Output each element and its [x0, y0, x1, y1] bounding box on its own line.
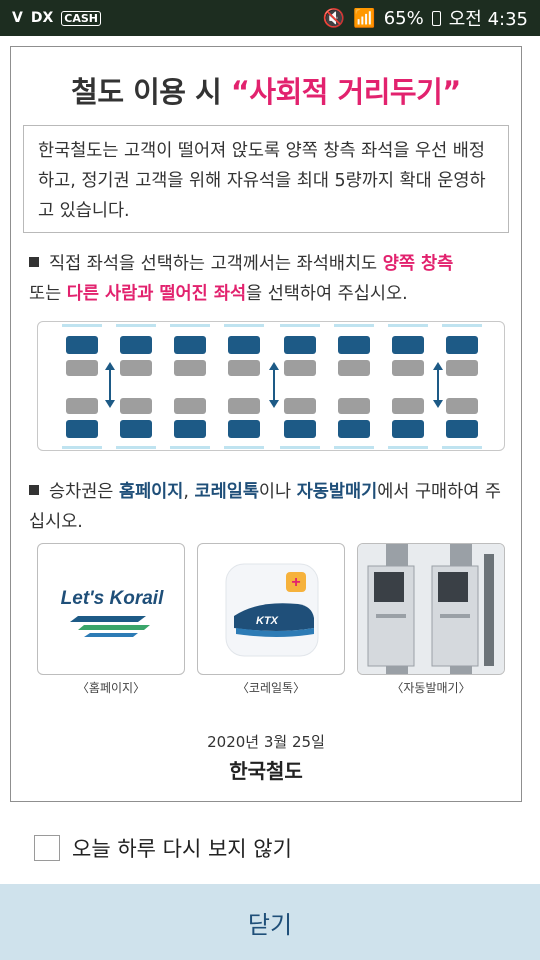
notice-box: 한국철도는 고객이 떨어져 앉도록 양쪽 창측 좌석을 우선 배정하고, 정기권… — [23, 125, 509, 233]
bullet-square-icon — [29, 485, 39, 495]
bullet-ticket-purchase: 승차권은 홈페이지, 코레일톡이나 자동발매기에서 구매하여 주십시오. — [29, 482, 502, 532]
dont-show-today-row[interactable]: 오늘 하루 다시 보지 않기 — [34, 833, 292, 863]
bullet-square-icon — [29, 257, 39, 267]
status-bar: V DX CASH 🔇 📶 65% 오전 4:35 — [0, 0, 540, 36]
ktx-app-icon: + KTX — [225, 563, 319, 657]
status-time: 오전 4:35 — [448, 9, 528, 30]
card-ticket-machine[interactable] — [357, 543, 505, 675]
notice-org: 한국철도 — [229, 759, 303, 783]
purchase-channels: Let's Korail + KTX — [37, 543, 505, 695]
card-korail-talk[interactable]: + KTX — [197, 543, 345, 675]
notice-panel: 철도 이용 시 “사회적 거리두기” 한국철도는 고객이 떨어져 앉도록 양쪽 … — [10, 46, 522, 802]
dont-show-today-label: 오늘 하루 다시 보지 않기 — [72, 837, 292, 861]
card-label-korail-talk: 〈코레일톡〉 — [236, 681, 306, 695]
bullet-seat-selection: 직접 좌석을 선택하는 고객께서는 좌석배치도 양쪽 창측 또는 다른 사람과 … — [29, 254, 454, 304]
tv-icon: CASH — [61, 10, 101, 26]
svg-text:+: + — [291, 574, 300, 591]
ticket-machine-icon — [358, 544, 504, 674]
close-button[interactable]: 닫기 — [0, 884, 540, 960]
mute-icon: 🔇 — [322, 7, 346, 29]
notice-date: 2020년 3월 25일 — [207, 733, 325, 751]
seat-map — [37, 321, 505, 451]
card-label-homepage: 〈홈페이지〉 — [76, 681, 146, 695]
seat-map-graphic — [62, 324, 482, 449]
signal-quality-icon: V — [12, 10, 23, 26]
card-label-ticket-machine: 〈자동발매기〉 — [391, 681, 471, 695]
title-highlight: “사회적 거리두기” — [230, 75, 461, 109]
ktx-logo-text: KTX — [256, 615, 279, 627]
korail-logo-text: Let's Korail — [61, 588, 164, 609]
card-homepage[interactable]: Let's Korail — [37, 543, 185, 675]
status-left-icons: V DX CASH — [12, 10, 101, 26]
korail-logo-icon: Let's Korail — [61, 588, 164, 637]
status-right-icons: 🔇 📶 65% 오전 4:35 — [323, 5, 528, 31]
battery-icon — [431, 10, 441, 26]
notice-title: 철도 이용 시 “사회적 거리두기” — [11, 69, 521, 111]
dlx-icon: DX — [30, 10, 54, 26]
wifi-icon: 📶 — [353, 7, 376, 29]
title-prefix: 철도 이용 시 — [71, 75, 231, 109]
dont-show-today-checkbox[interactable] — [34, 835, 60, 861]
battery-percent: 65% — [383, 7, 424, 29]
